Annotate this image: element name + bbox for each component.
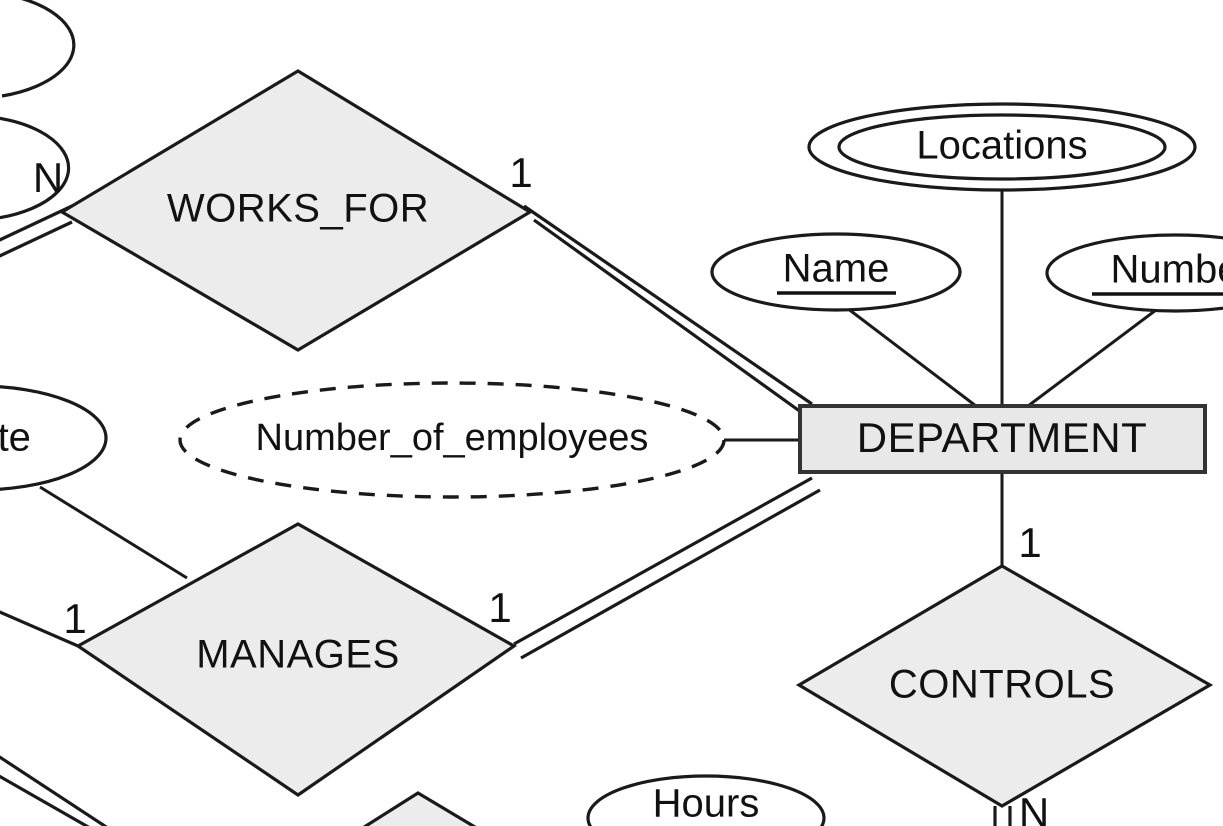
clipped-link-bottom-left (0, 755, 108, 826)
link-number-to-department (1027, 308, 1157, 408)
clipped-attribute-arc-lower (0, 116, 71, 220)
cardinality-controls-top: 1 (1018, 519, 1041, 566)
link-manages-to-employee (0, 610, 79, 648)
relationship-works-for[interactable]: WORKS_FOR (58, 69, 534, 352)
cardinality-controls-bottom: N (1019, 789, 1049, 826)
attribute-hours[interactable]: Hours (586, 774, 826, 826)
attribute-dept-number[interactable]: Numbe (1045, 233, 1223, 313)
attribute-dept-name[interactable]: Name (710, 232, 962, 312)
entity-department-label: DEPARTMENT (857, 414, 1147, 461)
attribute-number-of-employees-label: Number_of_employees (256, 417, 649, 459)
relationship-manages[interactable]: MANAGES (74, 522, 518, 797)
clipped-attribute-arc-upper (1, 0, 76, 98)
relationship-works-for-label: WORKS_FOR (167, 187, 429, 231)
cardinality-manages-right: 1 (488, 584, 511, 631)
relationship-manages-label: MANAGES (196, 633, 400, 677)
attribute-number-of-employees[interactable]: Number_of_employees (178, 381, 726, 499)
entity-department[interactable]: DEPARTMENT (798, 404, 1207, 474)
attribute-start-date[interactable]: date (0, 385, 108, 491)
link-works-for-to-department (523, 204, 813, 422)
link-name-to-department (846, 306, 977, 408)
relationship-controls[interactable]: CONTROLS (795, 564, 1214, 808)
link-controls-to-project (993, 806, 1012, 826)
clipped-relationship-bottom (362, 791, 477, 826)
attribute-hours-label: Hours (653, 782, 760, 826)
attribute-dept-number-label: Numbe (1111, 248, 1223, 292)
attribute-locations[interactable]: Locations (807, 102, 1197, 192)
cardinality-manages-left: 1 (63, 595, 86, 642)
link-start-date-to-manages (39, 485, 188, 580)
relationship-controls-label: CONTROLS (889, 663, 1115, 707)
link-manages-to-department (513, 476, 821, 660)
cardinality-works-for-left: N (33, 154, 63, 201)
link-works-for-to-employee (0, 204, 73, 258)
attribute-start-date-label: date (0, 416, 31, 460)
attribute-dept-name-label: Name (783, 247, 890, 291)
attribute-locations-label: Locations (916, 124, 1087, 168)
cardinality-works-for-right: 1 (509, 149, 532, 196)
